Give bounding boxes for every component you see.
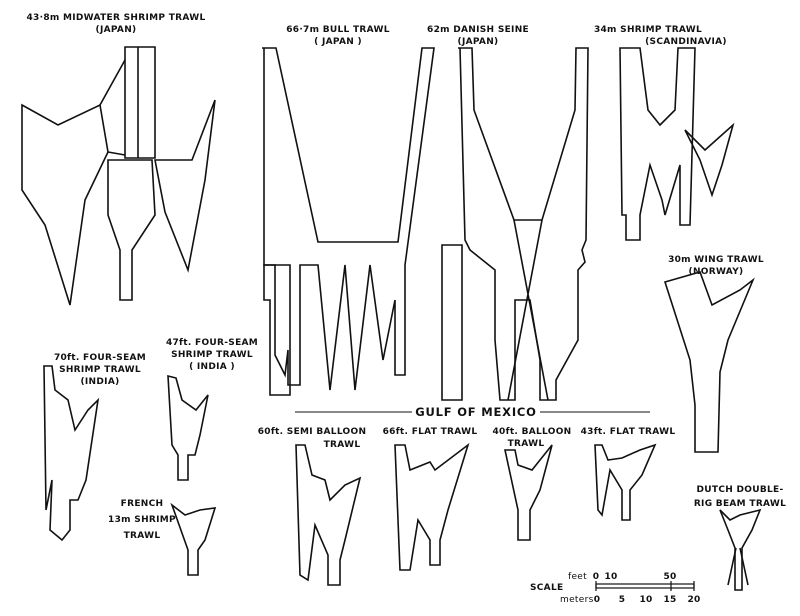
flat-trawl-66ft-shape (394, 442, 470, 571)
india47-line2: SHRIMP TRAWL (171, 350, 253, 360)
india70-line1: 70ft. FOUR-SEAM (54, 353, 146, 363)
india70-line2: SHRIMP TRAWL (59, 365, 141, 375)
meters-tick-0: 0 (594, 595, 601, 605)
meters-tick-10: 10 (639, 595, 652, 605)
dutch-beam-trawl-shape (719, 508, 762, 591)
french-line1: FRENCH (121, 499, 164, 509)
wing-origin: (NORWAY) (689, 267, 744, 277)
midwater-origin: (JAPAN) (96, 25, 137, 35)
flat66-label: 66ft. FLAT TRAWL (383, 427, 478, 437)
semi-balloon-line1: 60ft. SEMI BALLOON (258, 427, 367, 437)
feet-tick-0: 0 (593, 572, 600, 582)
gulf-heading: GULF OF MEXICO (415, 405, 536, 419)
dutch-line2: RIG BEAM TRAWL (694, 499, 786, 509)
scale-label: SCALE (530, 583, 563, 593)
semi-balloon-trawl-shape (295, 444, 362, 586)
french-line2: 13m SHRIMP (108, 515, 176, 525)
scale-ruler (595, 583, 695, 589)
balloon-line1: 40ft. BALLOON (492, 427, 571, 437)
india47-origin: ( INDIA ) (189, 362, 235, 372)
meters-tick-20: 20 (687, 595, 700, 605)
balloon-trawl-shape (504, 444, 553, 541)
bull-title: 66·7m BULL TRAWL (286, 25, 390, 35)
french-shrimp-trawl-shape (170, 502, 217, 576)
danish-seine-shape (441, 47, 589, 401)
meters-tick-15: 15 (663, 595, 676, 605)
scandinavia-title: 34m SHRIMP TRAWL (594, 25, 702, 35)
midwater-title: 43·8m MIDWATER SHRIMP TRAWL (26, 13, 205, 23)
india-70ft-shape (43, 365, 100, 542)
balloon-line2: TRAWL (508, 439, 545, 449)
dutch-line1: DUTCH DOUBLE- (697, 485, 784, 495)
danish-origin: (JAPAN) (458, 37, 499, 47)
india-47ft-shape (167, 374, 209, 481)
feet-tick-50: 50 (663, 572, 676, 582)
french-line3: TRAWL (124, 531, 161, 541)
scandinavia-origin: (SCANDINAVIA) (645, 37, 727, 47)
feet-label: feet (568, 572, 587, 582)
scale-bar: SCALE feet 0 10 50 meters 0 5 10 15 20 (530, 572, 700, 605)
meters-tick-5: 5 (619, 595, 626, 605)
wing-trawl-shape (663, 271, 755, 453)
flat43-label: 43ft. FLAT TRAWL (581, 427, 676, 437)
midwater-shrimp-trawl-shape (21, 46, 216, 306)
danish-title: 62m DANISH SEINE (427, 25, 529, 35)
bull-origin: ( JAPAN ) (314, 37, 362, 47)
bull-trawl-shape (262, 47, 435, 396)
wing-title: 30m WING TRAWL (668, 255, 764, 265)
meters-label: meters (560, 595, 594, 605)
india70-origin: (INDIA) (81, 377, 120, 387)
semi-balloon-line2: TRAWL (324, 440, 361, 450)
india47-line1: 47ft. FOUR-SEAM (166, 338, 258, 348)
flat-trawl-43ft-shape (594, 443, 657, 521)
feet-tick-10: 10 (604, 572, 617, 582)
scandinavian-shrimp-trawl-shape (619, 47, 735, 241)
